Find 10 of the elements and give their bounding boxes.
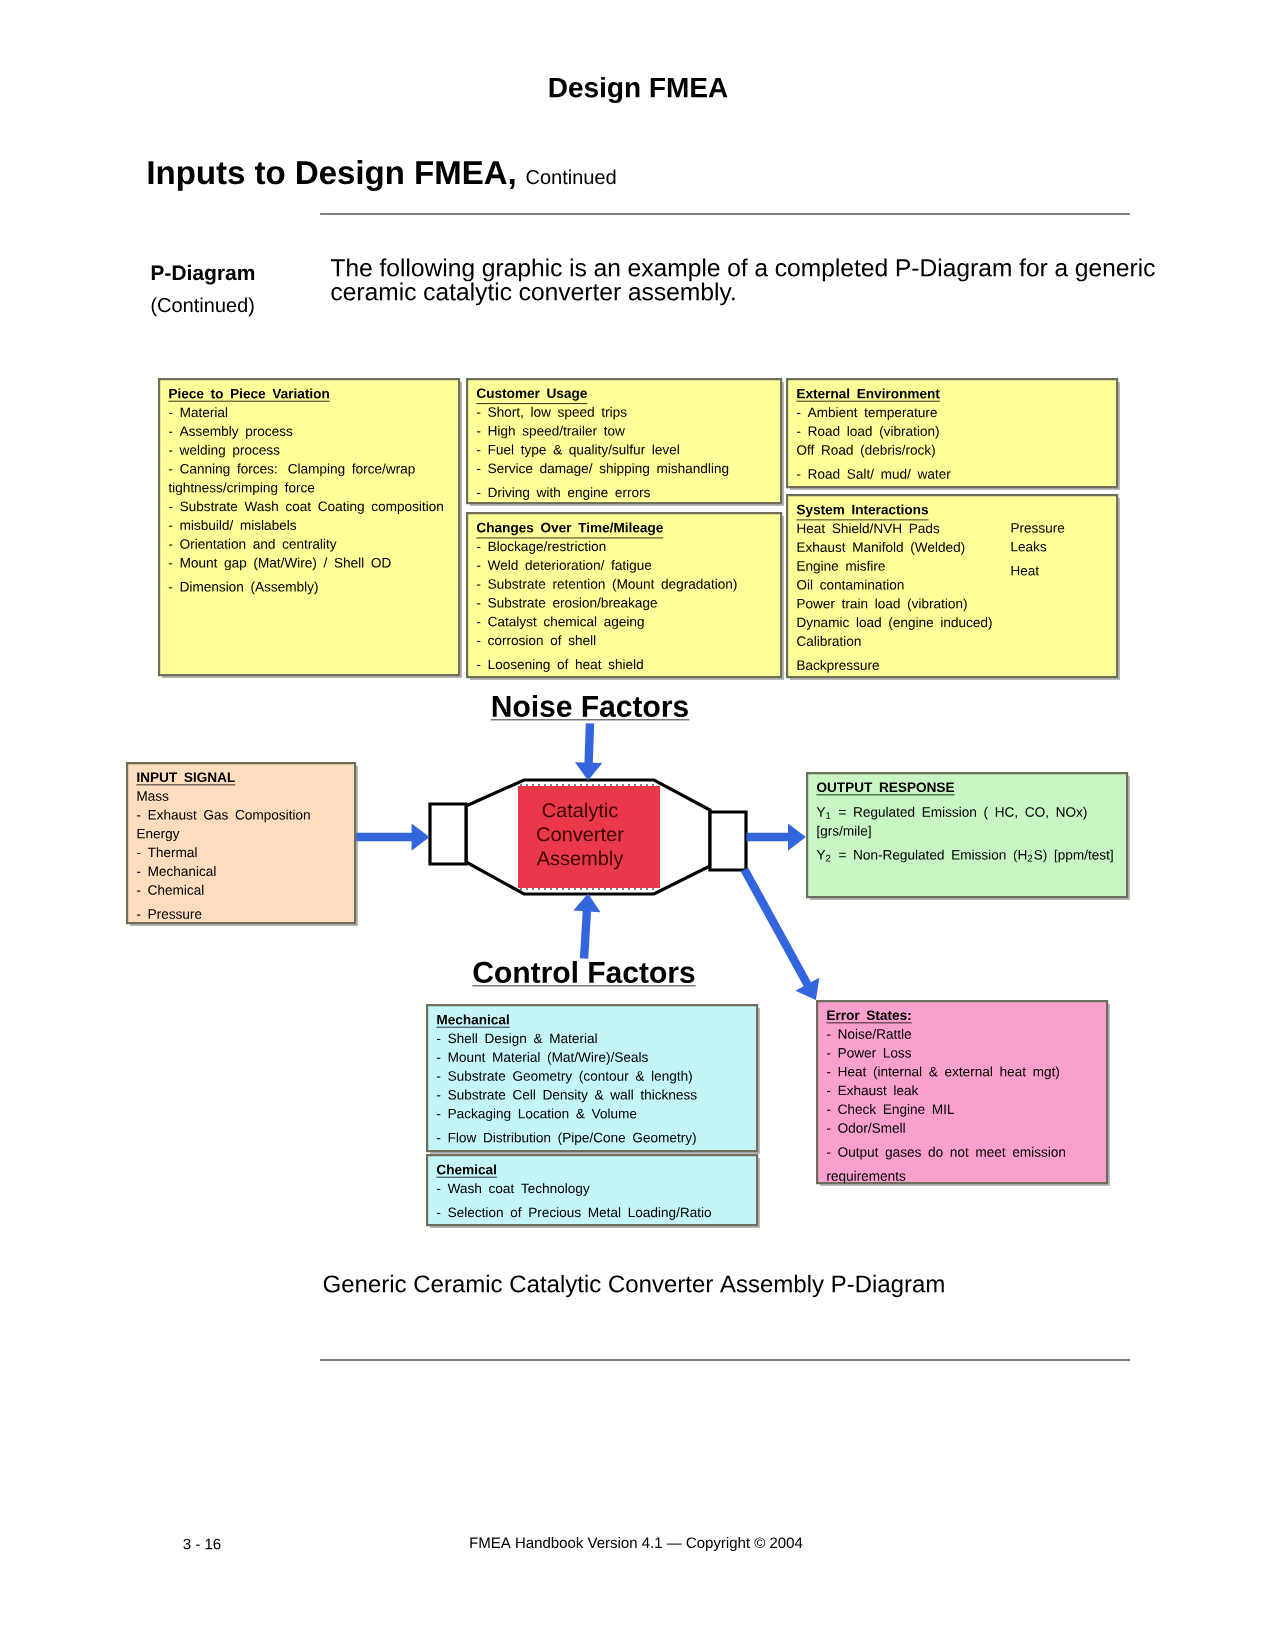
paragraph: The following graphic is an example of a completed P-Diagram for a generic ceramic catalytic converter assembly. xyxy=(330,258,1155,306)
heading: Noise Factors xyxy=(490,695,690,721)
side-heading: P-Diagram xyxy=(151,264,255,285)
side-note: (Continued) xyxy=(151,297,254,317)
section-note: Continued xyxy=(526,169,616,185)
converter-label: Catalytic Converter Assembly xyxy=(536,802,624,870)
heading: Control Factors xyxy=(471,961,697,987)
caption: Generic Ceramic Catalytic Converter Assembly P-Diagram xyxy=(323,1274,944,1298)
section-heading: Inputs to Design FMEA, xyxy=(148,160,515,191)
page-title: Design FMEA xyxy=(549,76,728,104)
